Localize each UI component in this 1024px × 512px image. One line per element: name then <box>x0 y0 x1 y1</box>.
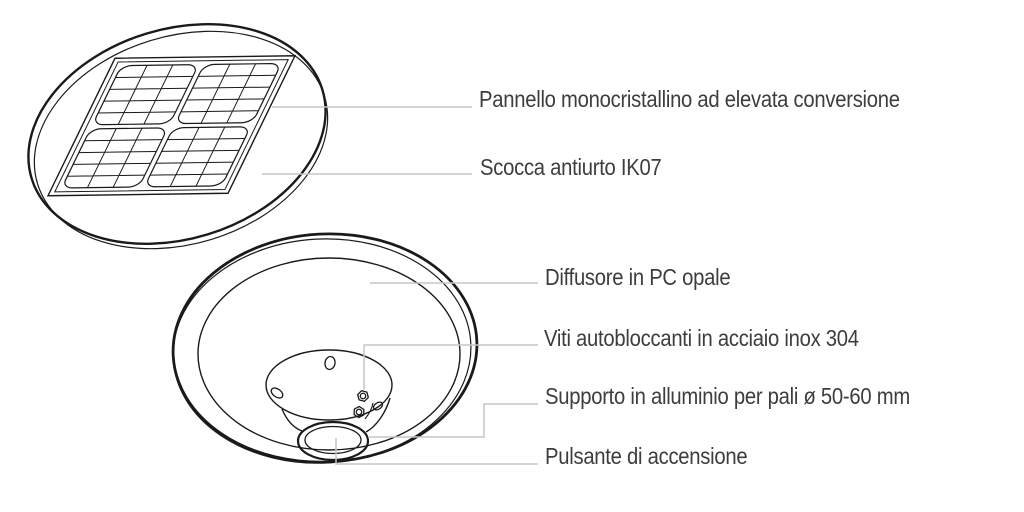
pole-collar-outer <box>296 420 370 462</box>
dome-rim-contour <box>172 238 472 464</box>
label-screws: Viti autobloccanti in acciaio inox 304 <box>544 325 859 351</box>
disc-outline <box>27 22 327 246</box>
solar-disc-drawing <box>27 22 329 250</box>
label-button: Pulsante di accensione <box>545 443 748 469</box>
mount-neck-right <box>365 397 391 433</box>
diffuser-ellipse <box>197 257 461 451</box>
leader-line-screws <box>363 344 538 390</box>
leader-line-support <box>368 403 538 438</box>
label-support: Supporto in alluminio per pali ø 50-60 m… <box>545 383 910 409</box>
dome-drawing <box>171 232 479 464</box>
label-diffuser: Diffusore in PC opale <box>545 264 731 290</box>
label-panel: Pannello monocristallino ad elevata conv… <box>479 86 900 112</box>
solar-panel-grid <box>48 56 295 196</box>
label-shell: Scocca antiurto IK07 <box>480 154 662 180</box>
mounting-plate <box>265 349 393 421</box>
leader-line-button <box>335 438 538 465</box>
hex-screw-icon <box>356 389 370 403</box>
hex-screw-icon <box>353 405 365 419</box>
panel-cell-lines <box>62 63 282 188</box>
mount-neck-left <box>281 408 303 432</box>
power-button <box>304 425 362 455</box>
leader-lines <box>262 106 538 465</box>
panel-quadrants <box>62 63 282 188</box>
screw-stem-line <box>364 402 374 420</box>
dome-shell-outline <box>171 232 479 464</box>
plate-holes <box>270 355 384 411</box>
